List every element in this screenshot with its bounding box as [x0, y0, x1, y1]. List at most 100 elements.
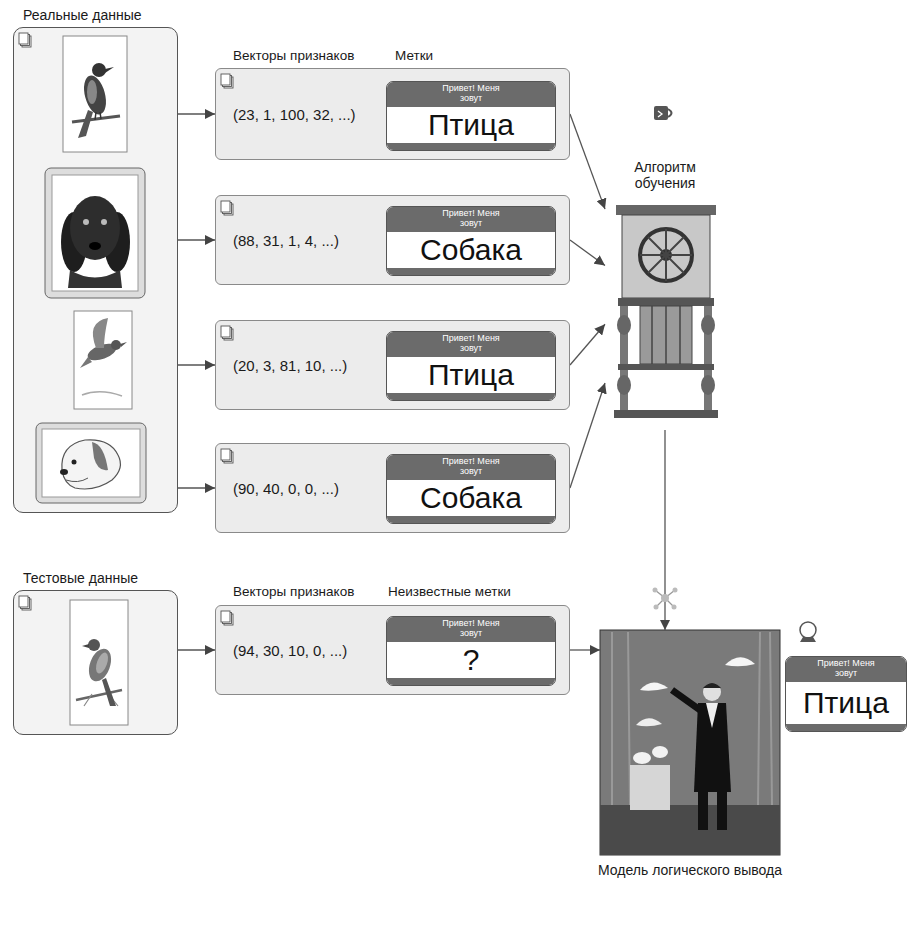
arrow — [178, 113, 215, 114]
label-word: Собака — [420, 483, 522, 513]
tag-body: Собака — [387, 480, 555, 516]
tag-header: Привет! Меня зовут — [387, 82, 555, 107]
crystal-ball-icon — [800, 622, 816, 642]
column-header: Неизвестные метки — [388, 584, 511, 599]
name-tag: Привет! Меня зовутСобака — [386, 206, 556, 276]
document-icon — [21, 35, 30, 46]
document-icon — [224, 329, 233, 340]
document-icon — [223, 328, 232, 339]
column-header: Метки — [395, 48, 433, 63]
panel-heading: Реальные данные — [23, 7, 142, 23]
name-tag: Привет! Меня зовут? — [386, 616, 556, 686]
document-icon — [22, 599, 31, 610]
document-icon — [221, 611, 230, 622]
document-icon — [223, 613, 232, 624]
document-icon — [223, 76, 232, 87]
feature-vector-box: (94, 30, 10, 0, ...) Привет! Меня зовут? — [215, 605, 570, 695]
panel-ground — [13, 27, 178, 513]
document-icons — [19, 33, 233, 625]
learning-machine-illustration — [614, 205, 718, 418]
arrow — [664, 430, 665, 630]
document-icon — [224, 77, 233, 88]
document-icon — [224, 614, 233, 625]
arrow — [570, 383, 605, 488]
label-word: Собака — [420, 235, 522, 265]
feature-vector-box: (20, 3, 81, 10, ...) Привет! Меня зовутПт… — [215, 320, 570, 410]
document-icon — [224, 204, 233, 215]
greeting-text: Привет! Меня зовут — [442, 209, 500, 229]
tag-footer — [387, 393, 555, 400]
document-icon — [22, 36, 31, 47]
tag-header: Привет! Меня зовут — [387, 617, 555, 642]
arrow — [570, 649, 600, 650]
tag-footer — [387, 516, 555, 523]
tag-header: Привет! Меня зовут — [387, 332, 555, 357]
data-panel: Тестовые данные — [13, 590, 178, 735]
arrow — [178, 649, 215, 650]
label-word: ? — [463, 645, 480, 675]
panel-ground — [13, 590, 178, 735]
tag-body: Птица — [786, 682, 906, 724]
data-panel: Реальные данные — [13, 27, 178, 513]
bird-card — [70, 600, 128, 725]
tag-body: Птица — [387, 357, 555, 393]
name-tag: Привет! Меня зовутПтица — [386, 81, 556, 151]
network-icon — [653, 588, 678, 610]
document-icon — [221, 201, 230, 212]
machine-heading: Алгоритм обучения — [605, 159, 725, 191]
inference-model-illustration — [600, 630, 780, 855]
document-icon — [223, 451, 232, 462]
greeting-text: Привет! Меня зовут — [442, 457, 500, 477]
tag-body: ? — [387, 642, 555, 678]
greeting-text: Привет! Меня зовут — [442, 619, 500, 639]
tag-header: Привет! Меня зовут — [387, 207, 555, 232]
model-heading: Модель логического вывода — [598, 862, 782, 878]
document-icon — [223, 203, 232, 214]
document-icon — [224, 452, 233, 463]
feature-vector-box: (90, 40, 0, 0, ...) Привет! Меня зовутСоб… — [215, 443, 570, 533]
document-icon — [21, 598, 30, 609]
tag-footer — [387, 678, 555, 685]
arrow — [570, 114, 605, 209]
inference-model: Модель логического вывода — [600, 630, 780, 855]
arrow — [178, 239, 215, 240]
feature-vector: (23, 1, 100, 32, ...) — [233, 106, 356, 123]
name-tag: Привет! Меня зовутСобака — [386, 454, 556, 524]
feature-vector: (90, 40, 0, 0, ...) — [233, 480, 339, 497]
tag-body: Птица — [387, 107, 555, 143]
document-icon — [19, 596, 28, 607]
tag-footer — [786, 724, 906, 731]
dog-card — [36, 423, 146, 503]
column-header: Векторы признаков — [233, 584, 354, 599]
feature-vector-box: (88, 31, 1, 4, ...) Привет! Меня зовутСоб… — [215, 195, 570, 285]
output-tag: Привет! Меня зовутПтица — [785, 656, 907, 732]
feature-vector: (20, 3, 81, 10, ...) — [233, 357, 347, 374]
greeting-text: Привет! Меня зовут — [817, 659, 875, 679]
arrow — [178, 487, 215, 488]
coffee-icon — [654, 106, 672, 120]
feature-vector: (88, 31, 1, 4, ...) — [233, 232, 339, 249]
arrow — [178, 364, 215, 365]
dog-card — [45, 168, 145, 298]
document-icon — [221, 74, 230, 85]
feature-vector: (94, 30, 10, 0, ...) — [233, 642, 347, 659]
greeting-text: Привет! Меня зовут — [442, 334, 500, 354]
feature-vector-box: (23, 1, 100, 32, ...) Привет! Меня зовутП… — [215, 68, 570, 160]
tag-header: Привет! Меня зовут — [387, 455, 555, 480]
name-tag: Привет! Меня зовутПтица — [386, 331, 556, 401]
tag-footer — [387, 143, 555, 150]
document-icon — [221, 326, 230, 337]
bird-card — [74, 311, 132, 409]
bird-card — [63, 36, 127, 152]
document-icon — [19, 33, 28, 44]
tag-body: Собака — [387, 232, 555, 268]
document-icon — [221, 449, 230, 460]
label-word: Птица — [803, 688, 889, 718]
tag-footer — [387, 268, 555, 275]
learning-machine: Алгоритм обучения — [605, 195, 725, 430]
tag-header: Привет! Меня зовут — [786, 657, 906, 682]
panel-heading: Тестовые данные — [23, 570, 138, 586]
arrow — [570, 240, 605, 266]
